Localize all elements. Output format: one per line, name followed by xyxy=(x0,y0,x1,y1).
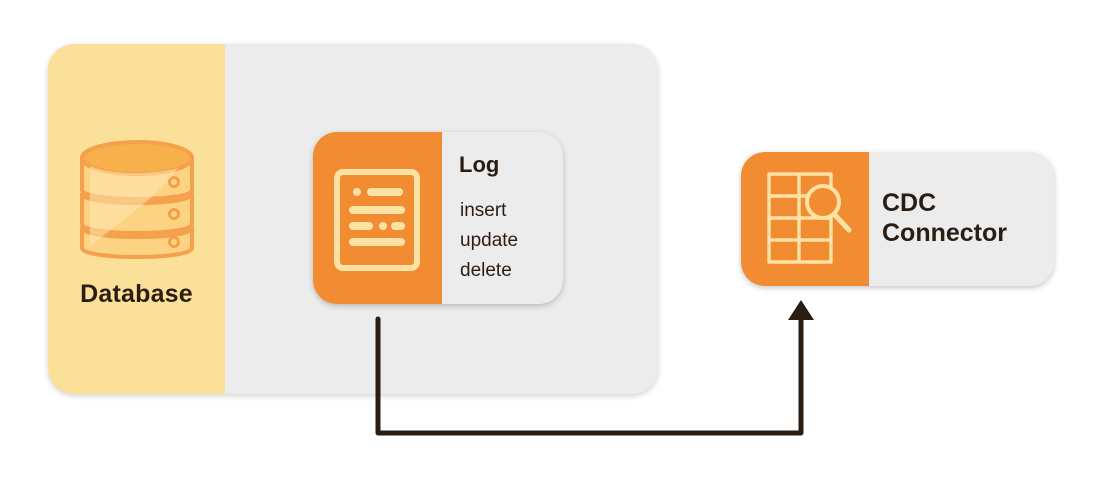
table-search-icon xyxy=(767,172,852,264)
database-label: Database xyxy=(80,280,193,308)
log-operation-insert: insert xyxy=(460,200,507,221)
log-title: Log xyxy=(459,152,500,177)
log-operation-update: update xyxy=(460,230,519,251)
cdc-connector-card: CDC Connector xyxy=(741,152,1054,286)
cdc-connector-title: CDC Connector xyxy=(882,188,1007,248)
cdc-title-line1: CDC xyxy=(882,189,937,217)
log-operation-delete: delete xyxy=(460,260,512,281)
arrowhead xyxy=(788,300,814,320)
database-panel: Database xyxy=(48,44,225,394)
cdc-icon-panel xyxy=(741,152,869,286)
log-icon-panel xyxy=(313,132,442,304)
log-operations: insert update delete xyxy=(460,196,518,286)
log-card: Log insert update delete xyxy=(313,132,563,304)
document-list-icon xyxy=(334,169,420,271)
cdc-title-line2: Connector xyxy=(882,219,1007,247)
database-icon xyxy=(80,140,194,259)
